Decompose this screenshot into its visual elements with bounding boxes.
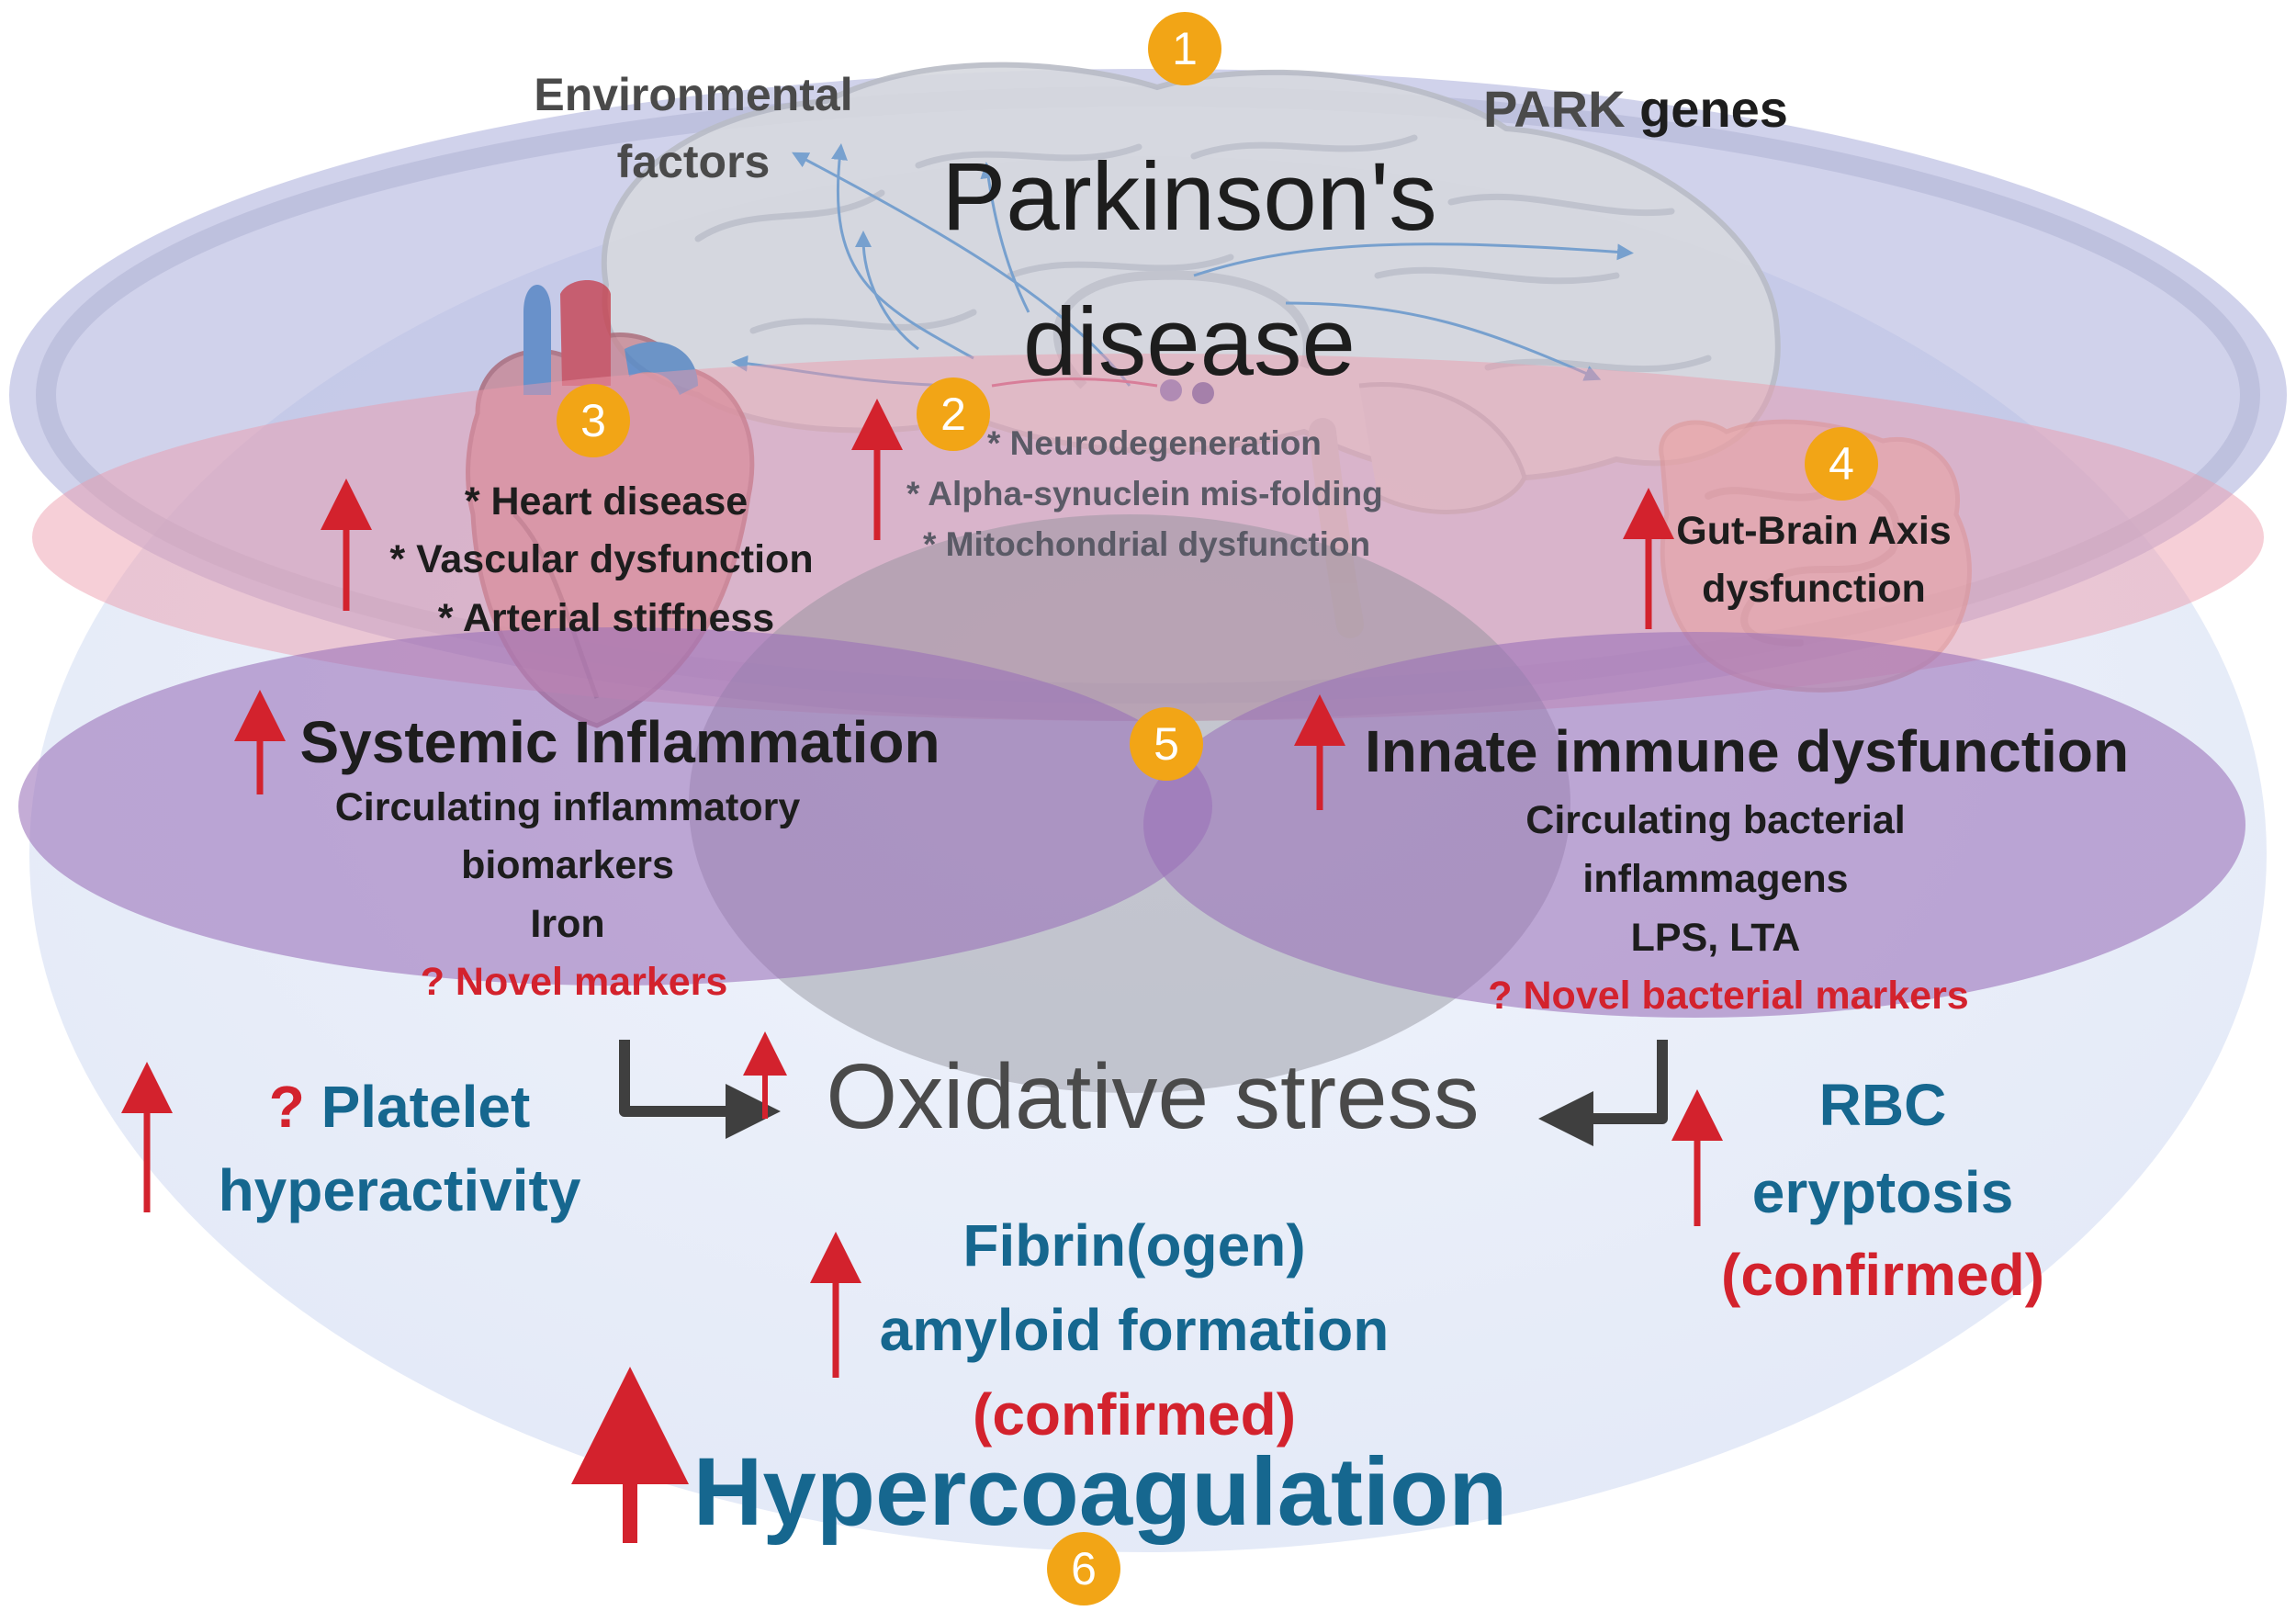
rbc-label-line1: RBC: [1819, 1072, 1947, 1138]
inflammation-oxidative-connector: [619, 1040, 781, 1139]
step-badge-3: 3: [557, 384, 630, 457]
genes-label: genes: [1639, 80, 1788, 138]
step-badge-number: 4: [1829, 438, 1854, 490]
park-genes-label: PARK genes: [1483, 80, 1788, 138]
step-badge-number: 2: [940, 389, 966, 440]
step-badges: 1 2 3 4 5 6: [557, 12, 1878, 1605]
fibrin-label-line1: Fibrin(ogen): [962, 1212, 1305, 1279]
increase-arrows: [121, 399, 1723, 1543]
hypercoagulation-label: Hypercoagulation: [693, 1438, 1508, 1546]
fibrin-label-line2: amyloid formation: [880, 1297, 1390, 1363]
brain-item-neurodegeneration: * Neurodegeneration: [987, 424, 1322, 462]
park-label: PARK: [1483, 80, 1626, 138]
platelet-word: Platelet: [321, 1074, 531, 1140]
oxidative-stress-label: Oxidative stress: [826, 1045, 1479, 1148]
step-badge-circle: [1130, 707, 1203, 781]
step-badge-number: 6: [1071, 1543, 1097, 1594]
step-badge-circle: [1148, 12, 1221, 85]
step-badge-6: 6: [1047, 1532, 1120, 1605]
inflammation-line2: biomarkers: [461, 843, 674, 887]
gut-brain-line1: Gut-Brain Axis: [1676, 509, 1951, 553]
brain-illustration: [602, 62, 1781, 638]
step-badge-number: 3: [580, 395, 606, 446]
step-badge-circle: [1805, 427, 1878, 501]
step-badge-1: 1: [1148, 12, 1221, 85]
platelet-label-line2: hyperactivity: [219, 1157, 581, 1223]
platelet-question-mark: ?: [269, 1074, 305, 1140]
brain-item-mitochondrial: * Mitochondrial dysfunction: [923, 525, 1370, 563]
rbc-label-line3: (confirmed): [1721, 1242, 2044, 1308]
inflammation-line3: Iron: [530, 902, 604, 946]
disease-title-line1: Parkinson's: [941, 143, 1436, 251]
step-badge-circle: [557, 384, 630, 457]
disease-title-line2: disease: [1023, 288, 1356, 396]
gut-brain-line2: dysfunction: [1702, 567, 1926, 611]
immune-line2: inflammagens: [1582, 857, 1848, 901]
immune-layer: [1143, 632, 2245, 1018]
step-badge-4: 4: [1805, 427, 1878, 501]
step-badge-number: 1: [1172, 23, 1198, 74]
step-badge-circle: [1047, 1532, 1120, 1605]
immune-line1: Circulating bacterial: [1525, 798, 1905, 842]
rbc-label-line2: eryptosis: [1752, 1159, 2014, 1225]
environmental-label-line2: factors: [617, 136, 771, 187]
immune-oxidative-connector: [1538, 1040, 1668, 1146]
platelet-label-line1: ? Platelet: [269, 1074, 531, 1140]
environmental-label-line1: Environmental: [534, 69, 852, 120]
immune-novel-markers: ? Novel bacterial markers: [1488, 974, 1968, 1018]
step-badge-number: 5: [1154, 718, 1179, 770]
heart-item-vascular: * Vascular dysfunction: [389, 537, 813, 581]
brain-item-alpha-synuclein: * Alpha-synuclein mis-folding: [906, 475, 1383, 513]
step-badge-5: 5: [1130, 707, 1203, 781]
heart-item-heart-disease: * Heart disease: [465, 479, 748, 524]
fibrin-label-line3: (confirmed): [973, 1381, 1296, 1448]
step-badge-circle: [917, 377, 990, 451]
inflammation-line1: Circulating inflammatory: [335, 785, 801, 829]
immune-line3: LPS, LTA: [1631, 916, 1801, 960]
heart-item-arterial: * Arterial stiffness: [438, 596, 774, 640]
inflammation-title: Systemic Inflammation: [299, 709, 940, 775]
step-badge-2: 2: [917, 377, 990, 451]
inflammation-novel-markers: ? Novel markers: [421, 960, 728, 1004]
heart-illustration: [466, 280, 755, 728]
immune-title: Innate immune dysfunction: [1365, 718, 2129, 784]
inflammation-layer: [18, 627, 1212, 986]
